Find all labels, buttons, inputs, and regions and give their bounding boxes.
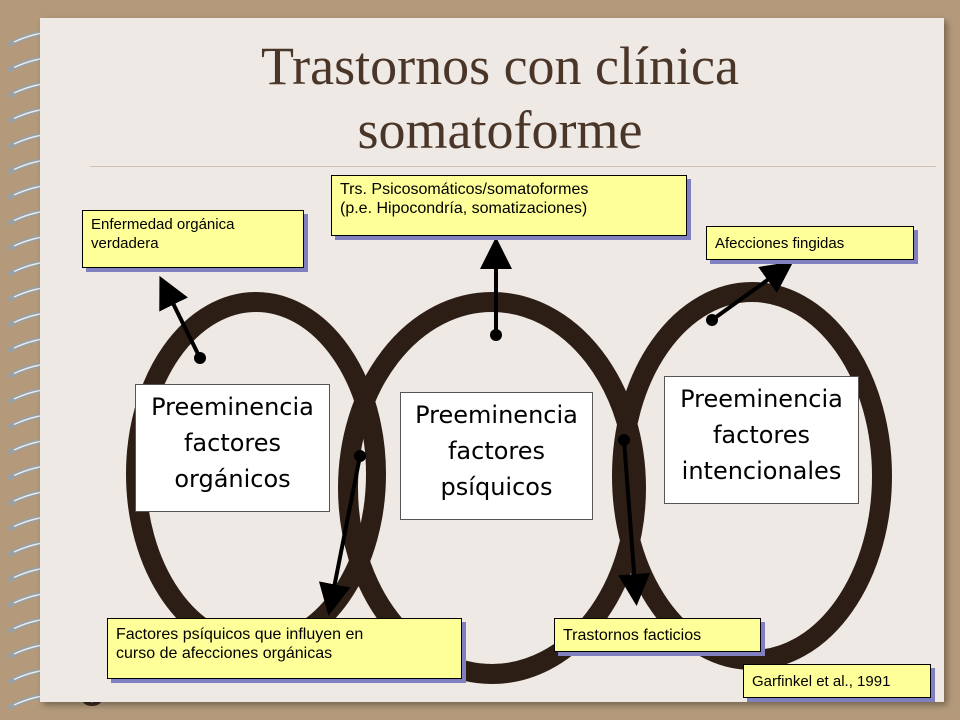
group-label-psiquicos: Preeminencia factores psíquicos xyxy=(400,392,593,520)
title-divider xyxy=(90,166,936,167)
group-label-intencionales: Preeminencia factores intencionales xyxy=(664,376,859,504)
page-title: Trastornos con clínica somatoforme xyxy=(70,34,930,162)
arrow-factitious xyxy=(618,439,651,606)
arrow-organic-disease xyxy=(159,275,202,359)
callout-psychosomatic: Trs. Psicosomáticos/somatoformes (p.e. H… xyxy=(331,175,687,236)
slide-page xyxy=(40,18,944,702)
arrow-psychic-factors xyxy=(318,455,362,616)
arrow-origin-dot xyxy=(194,352,206,364)
citation: Garfinkel et al., 1991 xyxy=(743,664,931,698)
ring-psiquicos xyxy=(338,292,646,684)
group-label-organicos: Preeminencia factores orgánicos xyxy=(135,384,330,512)
callout-organic-disease: Enfermedad orgánica verdadera xyxy=(82,210,304,268)
arrow-origin-dot xyxy=(706,314,718,326)
arrow-feigned xyxy=(710,261,794,322)
title-line-2: somatoforme xyxy=(357,100,643,160)
title-line-1: Trastornos con clínica xyxy=(261,36,739,96)
arrow-origin-dot xyxy=(354,450,366,462)
callout-feigned: Afecciones fingidas xyxy=(706,226,914,260)
arrow-origin-dot xyxy=(490,329,502,341)
callout-psychic-factors: Factores psíquicos que influyen en curso… xyxy=(107,618,462,679)
arrow-origin-dot xyxy=(618,434,630,446)
callout-factitious: Trastornos facticios xyxy=(554,618,761,652)
